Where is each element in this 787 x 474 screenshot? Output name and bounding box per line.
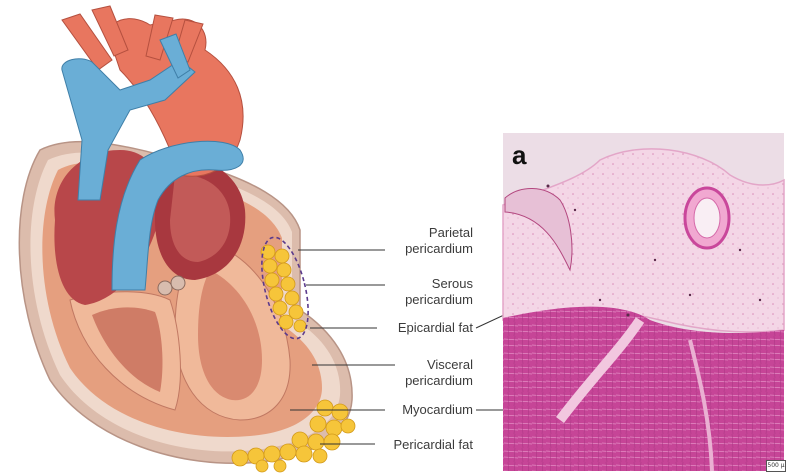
label-parietal-line1: Parietal bbox=[333, 225, 473, 241]
label-serous-pericardium: Serous pericardium bbox=[333, 276, 473, 308]
label-myocardium: Myocardium bbox=[333, 402, 473, 418]
label-visceral-line1: Visceral bbox=[333, 357, 473, 373]
valve-nodule bbox=[171, 276, 185, 290]
heart-illustration bbox=[19, 6, 355, 472]
scale-bar: 500 µ bbox=[766, 460, 786, 472]
label-parietal-line2: pericardium bbox=[333, 241, 473, 257]
label-visceral-pericardium: Visceral pericardium bbox=[333, 357, 473, 389]
label-parietal-pericardium: Parietal pericardium bbox=[333, 225, 473, 257]
label-serous-line2: pericardium bbox=[333, 292, 473, 308]
label-epicardial-fat: Epicardial fat bbox=[333, 320, 473, 336]
blood-vessel-lumen bbox=[694, 198, 720, 238]
valve-nodule bbox=[158, 281, 172, 295]
label-serous-line1: Serous bbox=[333, 276, 473, 292]
label-visceral-line2: pericardium bbox=[333, 373, 473, 389]
label-pericardial-fat: Pericardial fat bbox=[333, 437, 473, 453]
histology-panel-letter: a bbox=[512, 140, 526, 171]
histology-panel bbox=[503, 133, 784, 471]
